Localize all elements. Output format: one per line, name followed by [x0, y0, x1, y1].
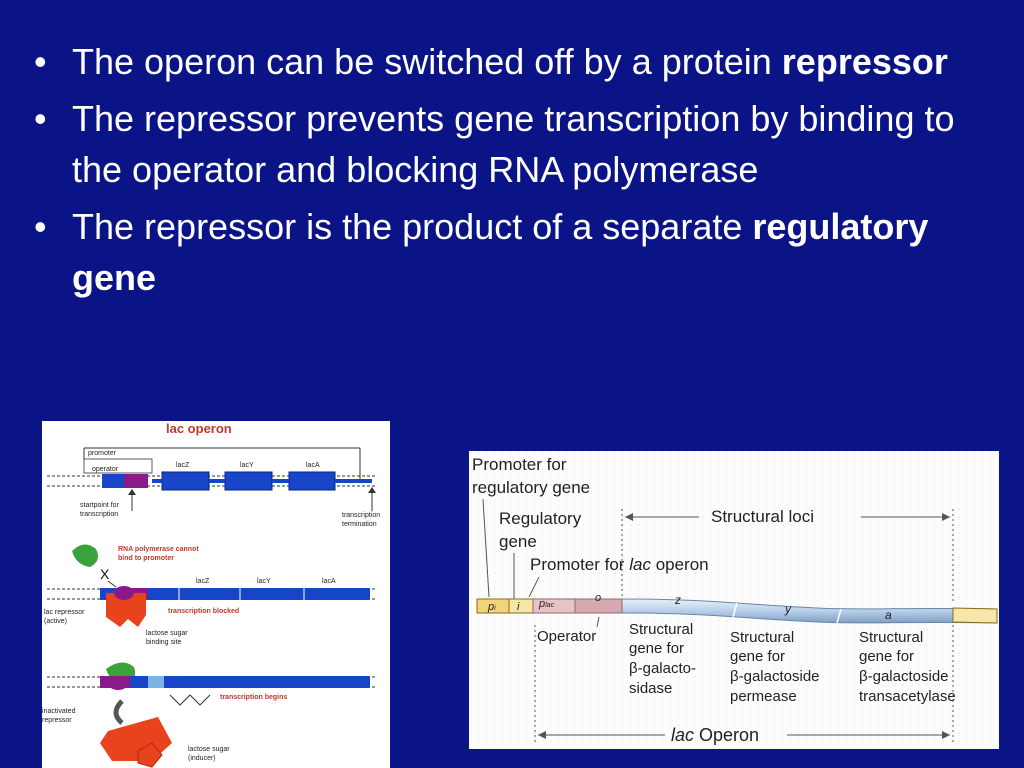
gene-lacy: [224, 471, 273, 491]
termination-label: termination: [342, 521, 377, 528]
gene-label: lacA: [322, 578, 336, 585]
bullet-item: • The repressor prevents gene transcripti…: [30, 93, 990, 195]
gene-label: lacY: [257, 578, 271, 585]
startpoint-label: transcription: [80, 511, 118, 518]
lac-operon-label: lac Operon: [671, 725, 759, 745]
bullet-dot: •: [34, 206, 47, 247]
rna-polymerase: [72, 544, 98, 567]
bullet-text: The repressor prevents gene transcriptio…: [72, 98, 955, 190]
gal-gene-label: gene for: [629, 640, 684, 657]
gene-label: lacZ: [196, 578, 210, 585]
structural-loci-label: Structural loci: [711, 507, 814, 526]
promoter-regulatory-label: Promoter for: [472, 455, 567, 474]
transacetylase-gene-label: β-galactoside: [859, 668, 949, 685]
segment-i: [508, 598, 534, 614]
active-repressor: [106, 593, 146, 627]
polymerase-note: RNA polymerase cannot: [118, 546, 199, 553]
lac-operon-structure-diagram: Promoter for regulatory gene Regulatory …: [469, 451, 999, 749]
dna-strand: [100, 588, 370, 600]
segment-pi-label: pi: [487, 601, 496, 613]
polymerase-note: bind to promoter: [118, 555, 174, 562]
termination-label: transcription: [342, 512, 380, 519]
binding-site-label: binding site: [146, 639, 182, 646]
promoter-regulatory-label: regulatory gene: [472, 478, 590, 497]
bullet-item: • The repressor is the product of a separ…: [30, 201, 990, 303]
repressor-label: lac repressor: [44, 609, 85, 616]
lac-operon-diagram: lac operon promoter operator lacZ lacY l…: [42, 421, 390, 768]
regulatory-gene-label: Regulatory: [499, 509, 582, 528]
gene-label: lacA: [306, 462, 320, 469]
segment-a-label: a: [885, 608, 892, 622]
binding-site-label: lactose sugar: [146, 630, 188, 637]
gene-label: lacY: [240, 462, 254, 469]
gal-gene-label: sidase: [629, 680, 672, 697]
curved-arrow: [113, 699, 124, 725]
transacetylase-gene-label: transacetylase: [859, 688, 956, 705]
blocked-label: transcription blocked: [168, 608, 239, 615]
segment-o-label: o: [595, 592, 601, 604]
blocked-mark: X: [100, 566, 110, 582]
operator-label: Operator: [537, 628, 596, 645]
gene-laca: [288, 471, 336, 491]
bullet-text: The repressor is the product of a separa…: [72, 206, 753, 247]
gal-gene-label: Structural: [629, 621, 693, 638]
diagram-title: lac operon: [166, 421, 232, 436]
transacetylase-gene-label: gene for: [859, 648, 914, 665]
promoter-label: promoter: [88, 450, 117, 457]
transacetylase-gene-label: Structural: [859, 629, 923, 646]
segment-y-label: y: [784, 602, 792, 616]
inactivated-label: inactivated: [42, 708, 76, 715]
segment-operator: [574, 598, 623, 614]
segment-z-label: z: [674, 593, 681, 607]
mrna-strand: [169, 694, 211, 706]
inducer-label: lactose sugar: [188, 746, 230, 753]
segment-i-label: i: [517, 601, 520, 613]
regulatory-gene-label: gene: [499, 532, 537, 551]
promoter-lac-label: Promoter for lac operon: [530, 555, 709, 574]
permease-gene-label: gene for: [730, 648, 785, 665]
repressor-label: (active): [44, 618, 67, 625]
permease-gene-label: permease: [730, 688, 797, 705]
gene-label: lacZ: [176, 462, 190, 469]
bullet-text: The operon can be switched off by a prot…: [72, 41, 782, 82]
startpoint-label: startpoint for: [80, 502, 120, 509]
bullet-dot: •: [34, 41, 47, 82]
bullet-list: • The operon can be switched off by a pro…: [30, 36, 990, 309]
operator-block: [124, 474, 148, 488]
inactivated-label: repressor: [42, 717, 72, 724]
operator-label: operator: [92, 466, 119, 473]
bullet-bold: regulatory gene: [72, 206, 929, 298]
inducer-label: (inducer): [188, 755, 216, 762]
segment-plac-label: plac: [538, 598, 555, 610]
permease-gene-label: β-galactoside: [730, 668, 820, 685]
permease-gene-label: Structural: [730, 629, 794, 646]
bullet-item: • The operon can be switched off by a pro…: [30, 36, 990, 87]
gene-lacz: [161, 471, 210, 491]
bullet-dot: •: [34, 98, 47, 139]
gal-gene-label: β-galacto-: [629, 660, 696, 677]
bullet-bold: repressor: [781, 41, 948, 82]
begins-label: transcription begins: [220, 694, 287, 701]
